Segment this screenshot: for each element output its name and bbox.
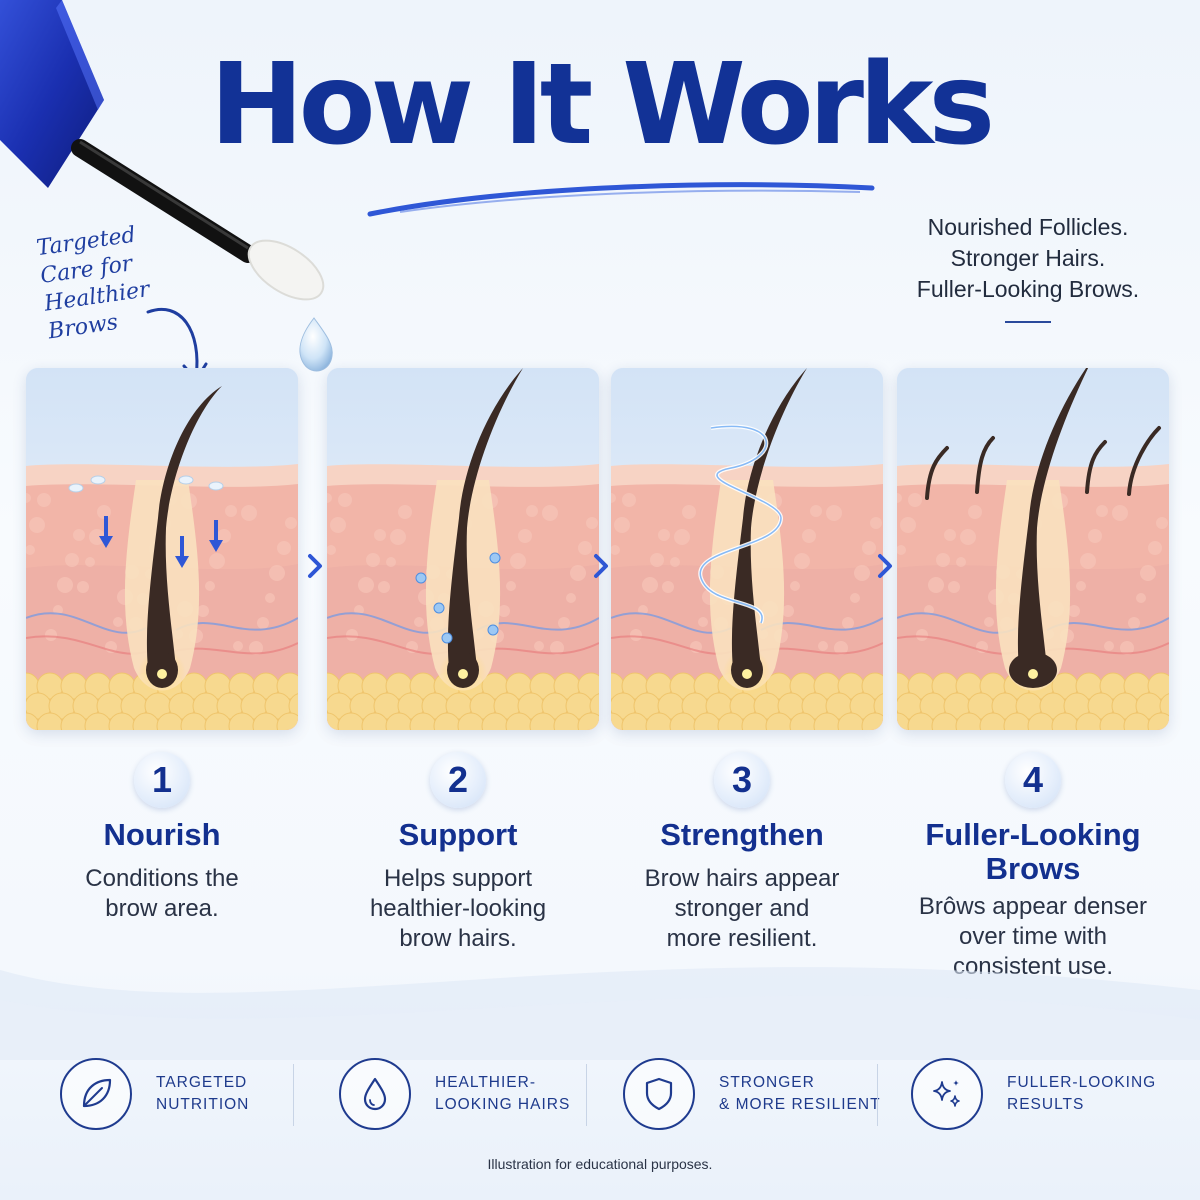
step-1: 1 Nourish Conditions the brow area. <box>26 752 298 924</box>
chevron-right-icon <box>878 554 892 578</box>
hair-follicle-diagram <box>26 368 298 730</box>
hair-follicle-diagram <box>897 368 1169 730</box>
step-3-illustration <box>611 368 883 730</box>
step-description: Helps support healthier-looking brow hai… <box>327 864 589 954</box>
feature-label-line: NUTRITION <box>156 1096 250 1113</box>
feature-label-line: & MORE RESILIENT <box>719 1096 881 1113</box>
tagline-divider <box>1005 321 1051 323</box>
feature-label-line: FULLER-LOOKING <box>1007 1074 1157 1091</box>
step-4-illustration <box>897 368 1169 730</box>
step-number: 1 <box>134 752 190 808</box>
feature-label: FULLER-LOOKING RESULTS <box>1007 1072 1156 1116</box>
footnote: Illustration for educational purposes. <box>487 1156 713 1172</box>
step-3: 3 Strengthen Brow hairs appear stronger … <box>611 752 873 954</box>
step-4: 4 Fuller-Looking Brows Brôws appear dens… <box>890 752 1176 982</box>
feature-healthier-hairs: HEALTHIER- LOOKING HAIRS <box>339 1056 570 1132</box>
step-desc-line: healthier-looking <box>369 895 547 922</box>
feature-fuller-results: FULLER-LOOKING RESULTS <box>911 1056 1156 1132</box>
background-wave <box>0 967 1200 1060</box>
step-description: Conditions the brow area. <box>26 864 298 924</box>
hair-follicle-diagram <box>327 368 599 730</box>
chevron-right-icon <box>308 554 322 578</box>
tagline-line: Nourished Follicles. <box>927 214 1129 240</box>
step-desc-line: Helps support <box>383 865 533 892</box>
feature-divider <box>586 1064 587 1126</box>
step-title: Fuller-Looking Brows <box>890 818 1176 886</box>
chevron-right-icon <box>594 554 608 578</box>
step-number: 3 <box>714 752 770 808</box>
feature-label-line: TARGETED <box>156 1074 248 1091</box>
step-desc-line: Brôws appear denser <box>918 893 1148 920</box>
step-2: 2 Support Helps support healthier-lookin… <box>327 752 589 954</box>
step-title: Support <box>398 817 518 852</box>
step-desc-line: brow area. <box>105 895 219 922</box>
step-desc-line: Brow hairs appear <box>644 865 840 892</box>
droplet-icon <box>339 1058 411 1130</box>
step-desc-line: stronger and <box>674 895 810 922</box>
feature-label-line: HEALTHIER- <box>435 1074 537 1091</box>
step-title-line: Fuller-Looking <box>925 817 1141 852</box>
step-number: 2 <box>430 752 486 808</box>
feature-label: STRONGER & MORE RESILIENT <box>719 1072 881 1116</box>
step-desc-line: over time with <box>958 923 1108 950</box>
feature-label: TARGETED NUTRITION <box>156 1072 249 1116</box>
step-title-line: Brows <box>985 851 1081 886</box>
step-title: Strengthen <box>660 817 824 852</box>
title-underline-swoosh <box>367 182 875 217</box>
tagline-line: Stronger Hairs. <box>950 245 1106 271</box>
feature-targeted-nutrition: TARGETED NUTRITION <box>60 1056 249 1132</box>
feature-label: HEALTHIER- LOOKING HAIRS <box>435 1072 570 1116</box>
step-description: Brow hairs appear stronger and more resi… <box>611 864 873 954</box>
step-title: Nourish <box>103 817 221 852</box>
tagline-line: Fuller-Looking Brows. <box>916 276 1140 302</box>
shield-icon <box>623 1058 695 1130</box>
step-number: 4 <box>1005 752 1061 808</box>
tagline: Nourished Follicles. Stronger Hairs. Ful… <box>888 212 1168 323</box>
feature-label-line: RESULTS <box>1007 1096 1085 1113</box>
page-title: How It Works <box>209 40 995 170</box>
step-1-illustration <box>26 368 298 730</box>
feature-divider <box>293 1064 294 1126</box>
feature-divider <box>877 1064 878 1126</box>
step-desc-line: brow hairs. <box>399 925 517 952</box>
applicator-wand-illustration <box>0 0 333 372</box>
hair-follicle-diagram <box>611 368 883 730</box>
feature-stronger-resilient: STRONGER & MORE RESILIENT <box>623 1056 881 1132</box>
sparkle-icon <box>911 1058 983 1130</box>
leaf-icon <box>60 1058 132 1130</box>
feature-label-line: STRONGER <box>719 1074 815 1091</box>
step-2-illustration <box>327 368 599 730</box>
step-description: Brôws appear denser over time with consi… <box>890 892 1176 982</box>
feature-label-line: LOOKING HAIRS <box>435 1096 571 1113</box>
step-desc-line: more resilient. <box>666 925 818 952</box>
step-desc-line: Conditions the <box>85 865 239 892</box>
